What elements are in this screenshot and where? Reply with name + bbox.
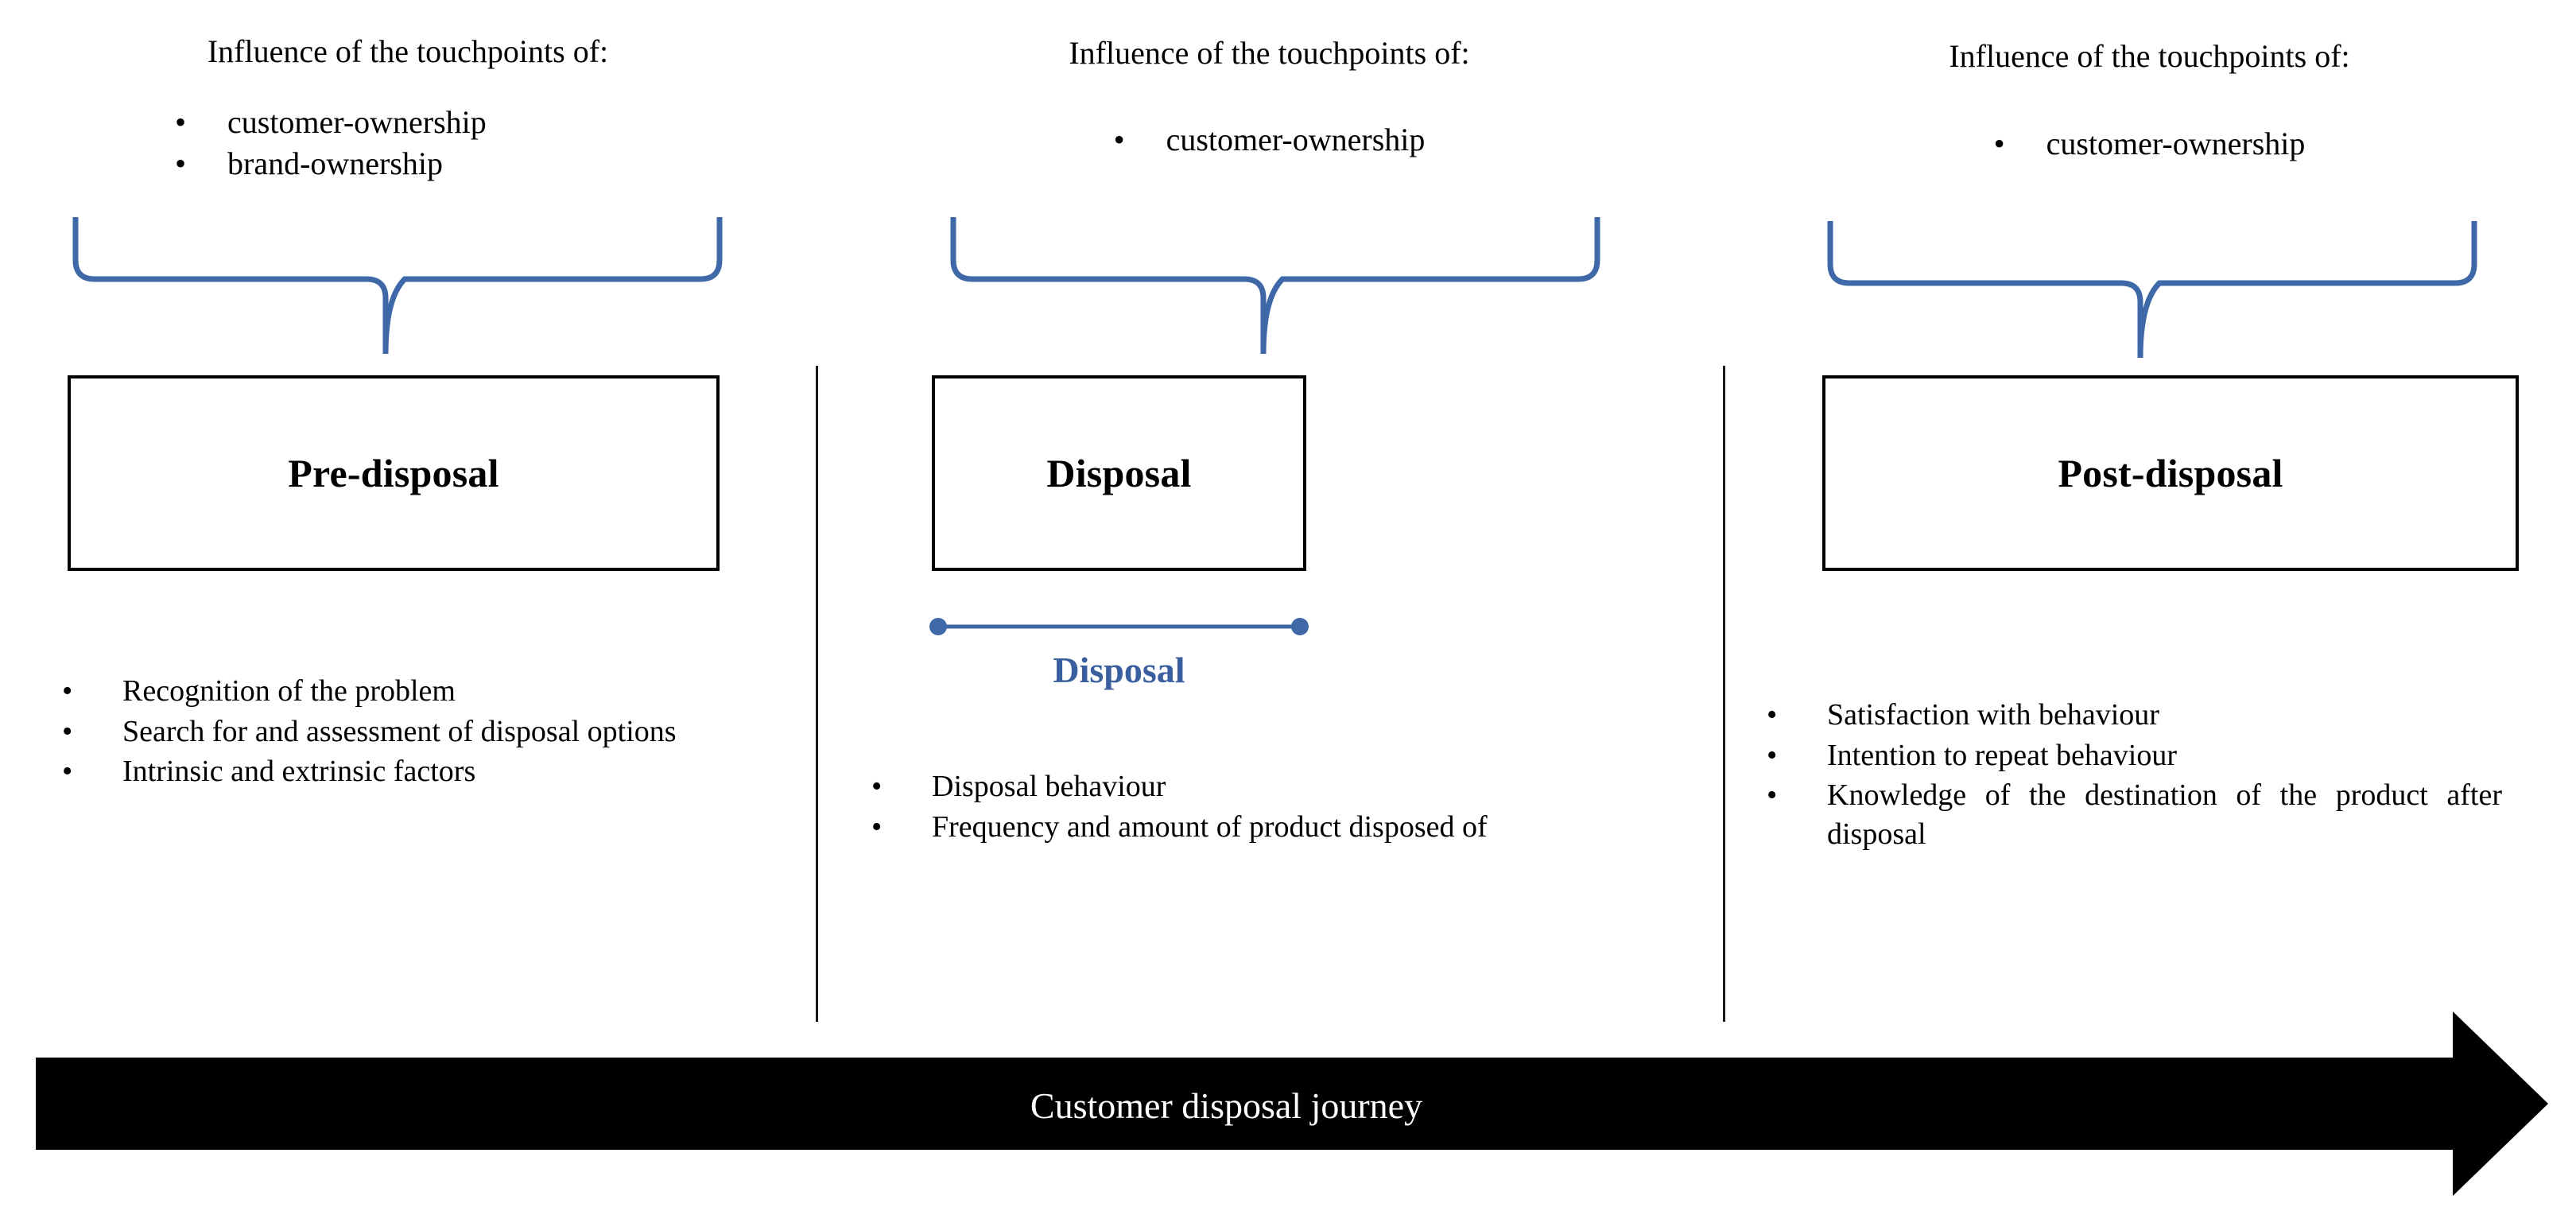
outcome-item: • Frequency and amount of product dispos… xyxy=(871,808,1682,847)
outcome-item: • Knowledge of the destination of the pr… xyxy=(1767,776,2502,853)
touchpoint-item: • customer-ownership xyxy=(816,119,1723,161)
outcome-label: Search for and assessment of disposal op… xyxy=(122,714,677,748)
outcomes-list-post-disposal: • Satisfaction with behaviour • Intentio… xyxy=(1767,696,2502,856)
stage-box-label: Pre-disposal xyxy=(288,451,499,495)
touchpoint-label: customer-ownership xyxy=(1166,122,1426,157)
column-divider-1 xyxy=(816,366,818,1022)
outcome-item: • Intention to repeat behaviour xyxy=(1767,736,2502,775)
outcome-label: Recognition of the problem xyxy=(122,674,456,708)
bullet-glyph-icon: • xyxy=(1113,122,1125,157)
brace-disposal xyxy=(950,217,1600,355)
outcome-label: Satisfaction with behaviour xyxy=(1827,698,2159,732)
outcome-item: • Recognition of the problem xyxy=(62,672,754,711)
outcome-label: Knowledge of the destination of the prod… xyxy=(1827,778,2502,851)
outcome-label: Disposal behaviour xyxy=(932,770,1166,803)
column-divider-2 xyxy=(1723,366,1725,1022)
stage-box-label: Disposal xyxy=(1046,451,1192,495)
touchpoints-list-pre-disposal: • customer-ownership • brand-ownership xyxy=(175,102,668,184)
bullet-glyph-icon: • xyxy=(62,674,73,708)
touchpoint-item: • customer-ownership xyxy=(175,102,668,143)
outcomes-list-pre-disposal: • Recognition of the problem • Search fo… xyxy=(62,672,754,793)
outcome-item: • Intrinsic and extrinsic factors xyxy=(62,752,754,791)
bullet-glyph-icon: • xyxy=(1767,738,1778,772)
bullet-glyph-icon: • xyxy=(871,809,883,844)
stage-box-label: Post-disposal xyxy=(2058,451,2283,495)
brace-post-disposal xyxy=(1827,221,2477,359)
outcome-label: Intrinsic and extrinsic factors xyxy=(122,755,476,789)
bullet-glyph-icon: • xyxy=(871,770,883,803)
bullet-glyph-icon: • xyxy=(1993,126,2005,161)
bullet-glyph-icon: • xyxy=(175,146,187,181)
bullet-glyph-icon: • xyxy=(62,714,73,748)
stage-box-disposal[interactable]: Disposal xyxy=(932,375,1306,571)
disposal-connector-line xyxy=(929,618,1309,635)
outcome-item: • Disposal behaviour xyxy=(871,767,1682,806)
touchpoints-title-pre-disposal: Influence of the touchpoints of: xyxy=(207,33,609,69)
outcome-item: • Search for and assessment of disposal … xyxy=(62,712,754,751)
bullet-glyph-icon: • xyxy=(1767,778,1778,813)
bullet-glyph-icon: • xyxy=(62,755,73,789)
stage-box-pre-disposal[interactable]: Pre-disposal xyxy=(68,375,720,571)
outcome-label: Intention to repeat behaviour xyxy=(1827,738,2178,772)
touchpoint-item: • brand-ownership xyxy=(175,143,668,184)
bullet-glyph-icon: • xyxy=(175,104,187,140)
touchpoints-list-post-disposal: • customer-ownership xyxy=(1723,123,2576,165)
stage-column-post-disposal: Influence of the touchpoints of: • custom… xyxy=(1723,0,2576,1026)
stage-column-disposal: Influence of the touchpoints of: • custom… xyxy=(816,0,1723,1026)
stage-column-pre-disposal: Influence of the touchpoints of: • custom… xyxy=(0,0,816,1026)
customer-journey-label: Customer disposal journey xyxy=(1030,1085,1423,1126)
touchpoint-label: brand-ownership xyxy=(227,146,444,181)
outcome-label: Frequency and amount of product disposed… xyxy=(932,809,1488,844)
disposal-connector-label: Disposal xyxy=(1053,650,1185,690)
outcome-item: • Satisfaction with behaviour xyxy=(1767,696,2502,735)
touchpoints-title-post-disposal: Influence of the touchpoints of: xyxy=(1949,38,2350,74)
stage-box-post-disposal[interactable]: Post-disposal xyxy=(1822,375,2519,571)
customer-journey-arrow xyxy=(36,1011,2548,1196)
touchpoints-title-disposal: Influence of the touchpoints of: xyxy=(1069,35,1470,71)
touchpoint-item: • customer-ownership xyxy=(1723,123,2576,165)
touchpoint-label: customer-ownership xyxy=(2046,126,2306,161)
outcomes-list-disposal: • Disposal behaviour • Frequency and amo… xyxy=(871,767,1682,848)
touchpoint-label: customer-ownership xyxy=(227,104,487,140)
touchpoints-list-disposal: • customer-ownership xyxy=(816,119,1723,161)
brace-pre-disposal xyxy=(72,217,723,355)
bullet-glyph-icon: • xyxy=(1767,698,1778,732)
